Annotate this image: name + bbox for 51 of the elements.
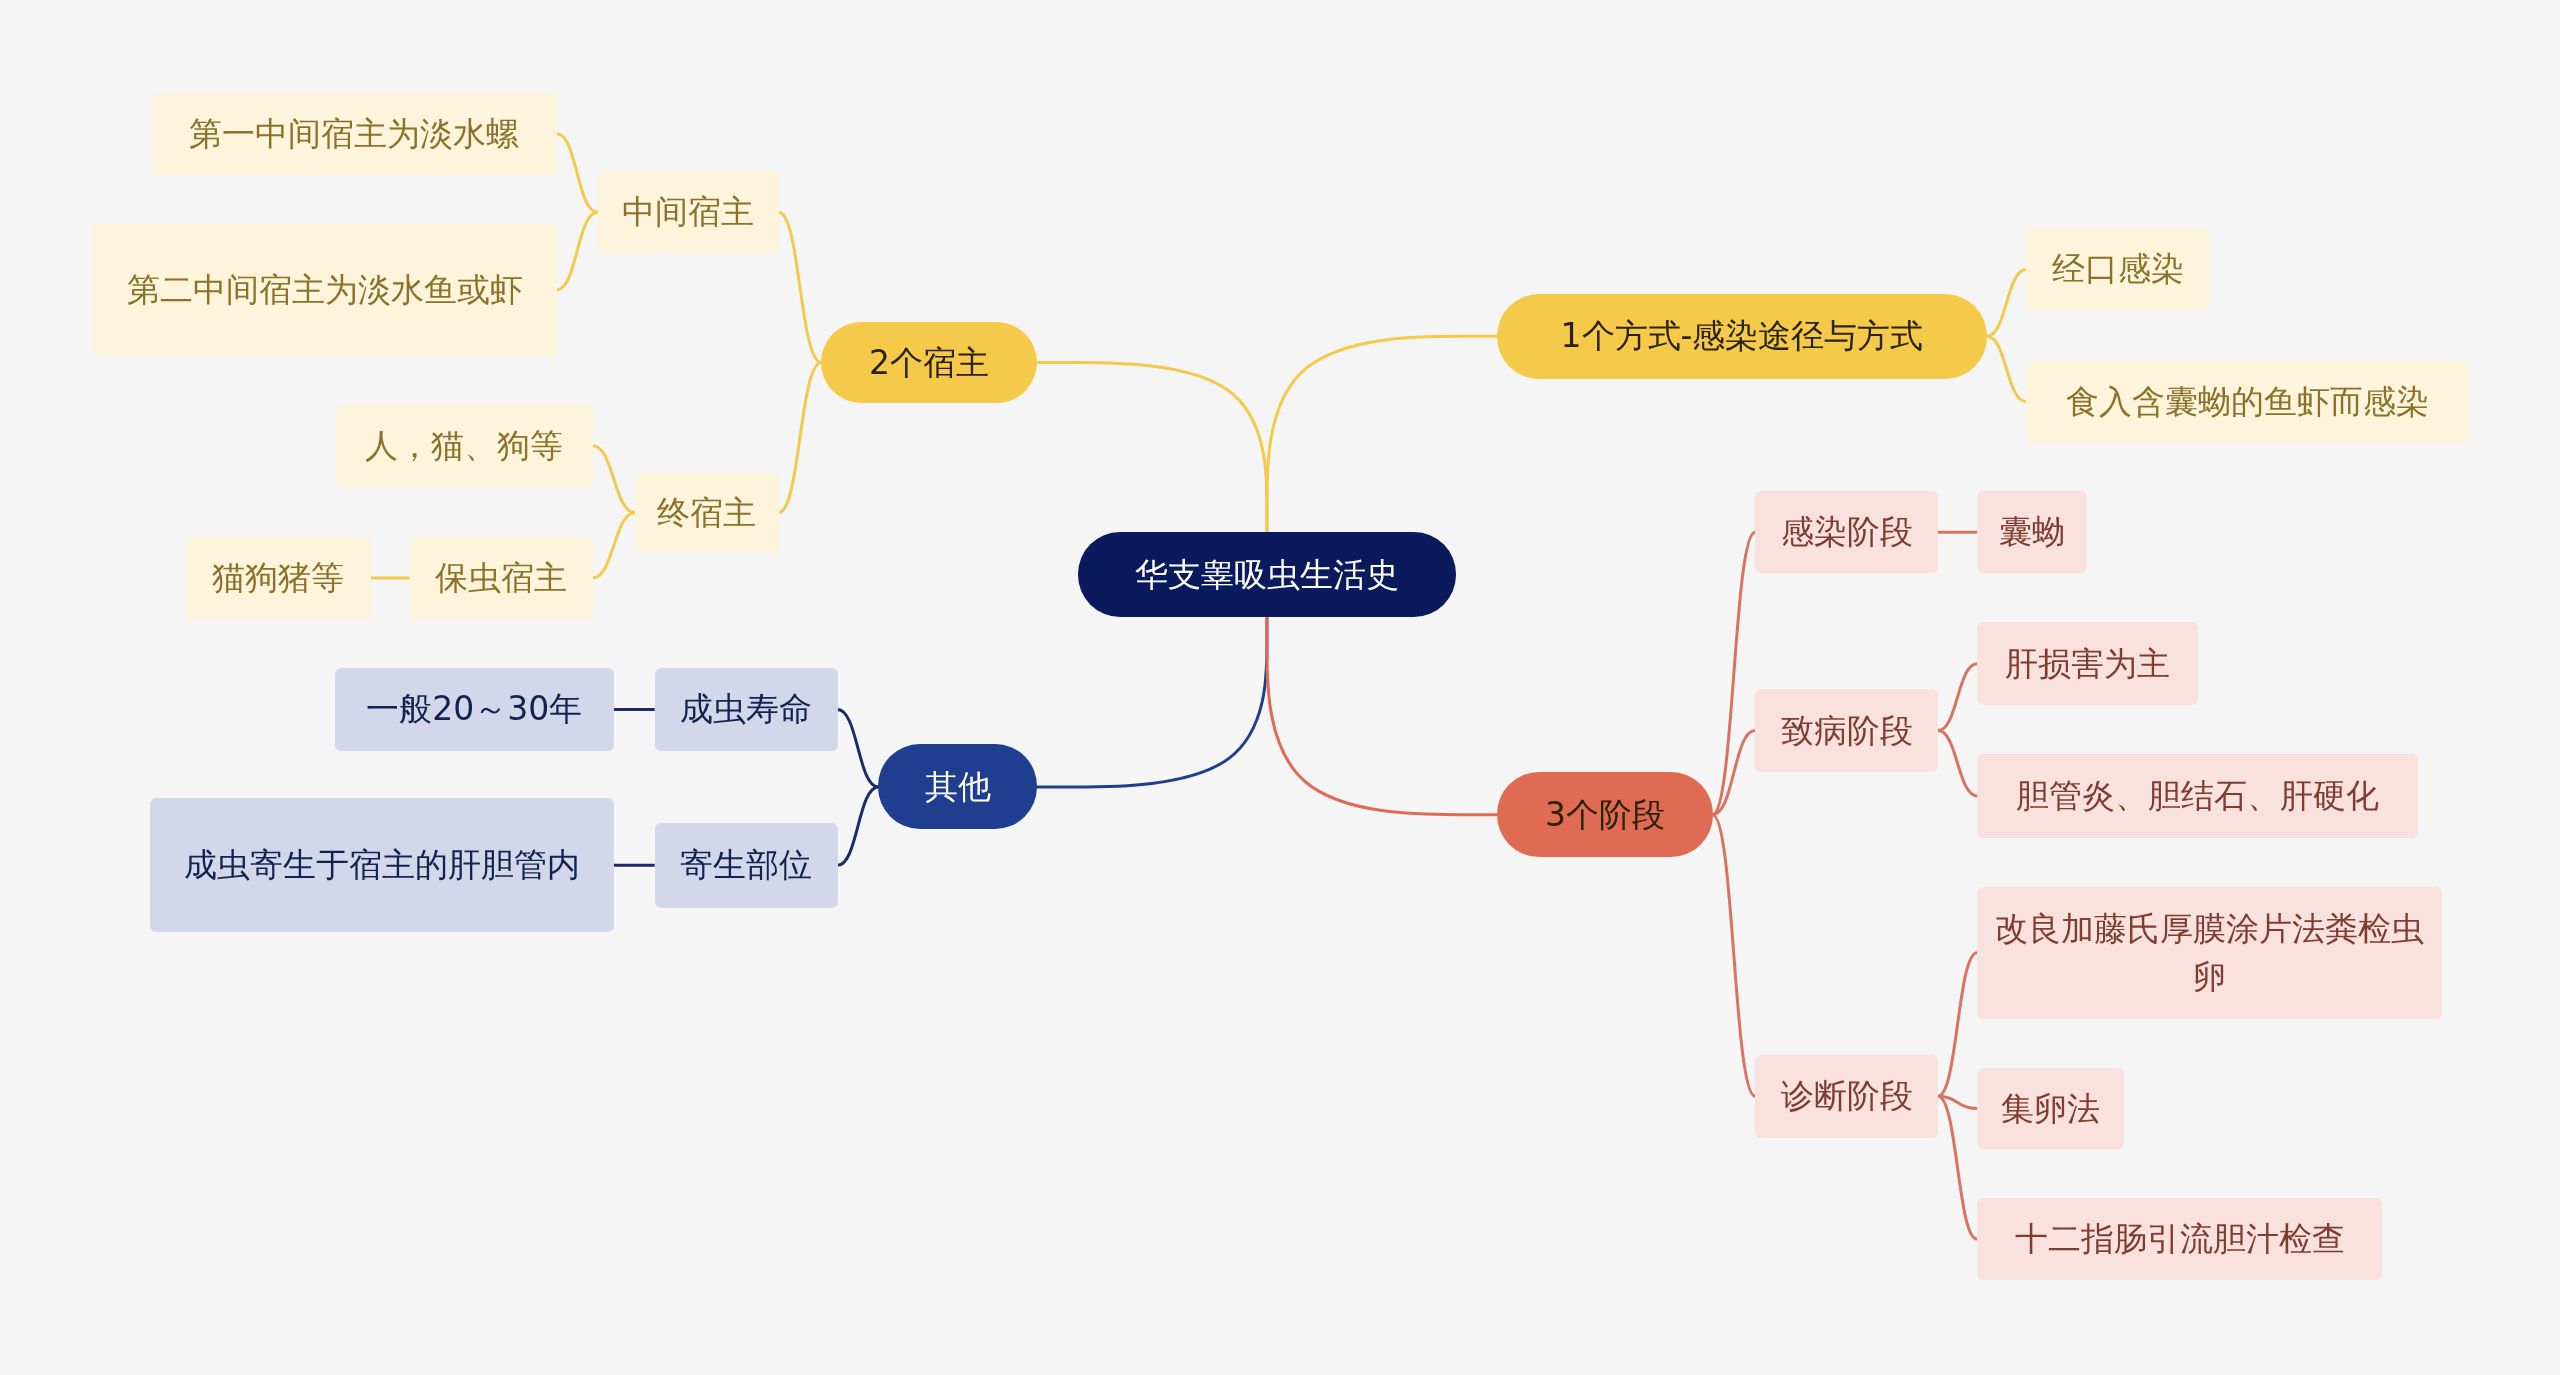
connector-line xyxy=(837,785,879,867)
subtopic: 第一中间宿主为淡水螺 xyxy=(151,93,557,175)
connector-line xyxy=(556,132,598,214)
connector-line xyxy=(778,361,822,514)
connector-line xyxy=(370,576,410,580)
subtopic: 中间宿主 xyxy=(597,171,779,254)
main-topic: 1个方式-感染途径与方式 xyxy=(1497,293,1987,379)
connector-line xyxy=(592,511,636,580)
connector-line xyxy=(1937,1095,1978,1241)
connector-line xyxy=(1937,530,1978,534)
subtopic: 感染阶段 xyxy=(1755,491,1938,574)
connector-line xyxy=(592,444,636,515)
subtopic: 一般20～30年 xyxy=(334,667,614,751)
subtopic: 保虫宿主 xyxy=(409,537,593,619)
connector-line xyxy=(1986,267,2027,338)
subtopic: 胆管炎、胆结石、肝硬化 xyxy=(1977,754,2418,838)
connector-line xyxy=(1986,334,2027,404)
connector-line xyxy=(1712,729,1756,817)
connector-line xyxy=(1937,951,1978,1098)
central-topic: 华支睾吸虫生活史 xyxy=(1077,532,1457,618)
subtopic: 人，猫、狗等 xyxy=(336,404,593,487)
subtopic: 肝损害为主 xyxy=(1977,622,2198,706)
connector-line xyxy=(1265,334,1498,533)
connector-line xyxy=(1265,617,1498,817)
subtopic: 十二指肠引流胆汁检查 xyxy=(1977,1198,2383,1280)
connector-line xyxy=(837,707,879,789)
connector-line xyxy=(1937,1094,1978,1111)
subtopic: 集卵法 xyxy=(1977,1067,2125,1150)
connector-line xyxy=(1711,531,1757,816)
subtopic: 寄生部位 xyxy=(654,822,838,908)
subtopic: 食入含囊蚴的鱼虾而感染 xyxy=(2026,360,2469,443)
main-topic: 2个宿主 xyxy=(821,321,1037,404)
connector-line xyxy=(1937,662,1978,733)
connector-line xyxy=(613,863,655,867)
subtopic: 成虫寿命 xyxy=(654,667,838,751)
subtopic: 诊断阶段 xyxy=(1755,1054,1938,1138)
subtopic: 终宿主 xyxy=(635,473,779,552)
subtopic: 成虫寄生于宿主的肝胆管内 xyxy=(150,798,614,933)
subtopic: 猫狗猪等 xyxy=(186,537,371,619)
main-topic: 其他 xyxy=(878,744,1037,830)
connector-line xyxy=(613,707,655,711)
subtopic: 致病阶段 xyxy=(1755,688,1938,773)
connector-line xyxy=(1937,729,1978,798)
subtopic: 经口感染 xyxy=(2026,228,2209,311)
connector-line xyxy=(556,210,598,292)
subtopic: 囊蚴 xyxy=(1977,491,2087,574)
subtopic: 改良加藤氏厚膜涂片法粪检虫卵 xyxy=(1977,886,2443,1019)
subtopic: 第二中间宿主为淡水鱼或虾 xyxy=(93,223,557,356)
connector-line xyxy=(1711,813,1757,1098)
connector-line xyxy=(778,210,822,364)
main-topic: 3个阶段 xyxy=(1497,772,1713,858)
